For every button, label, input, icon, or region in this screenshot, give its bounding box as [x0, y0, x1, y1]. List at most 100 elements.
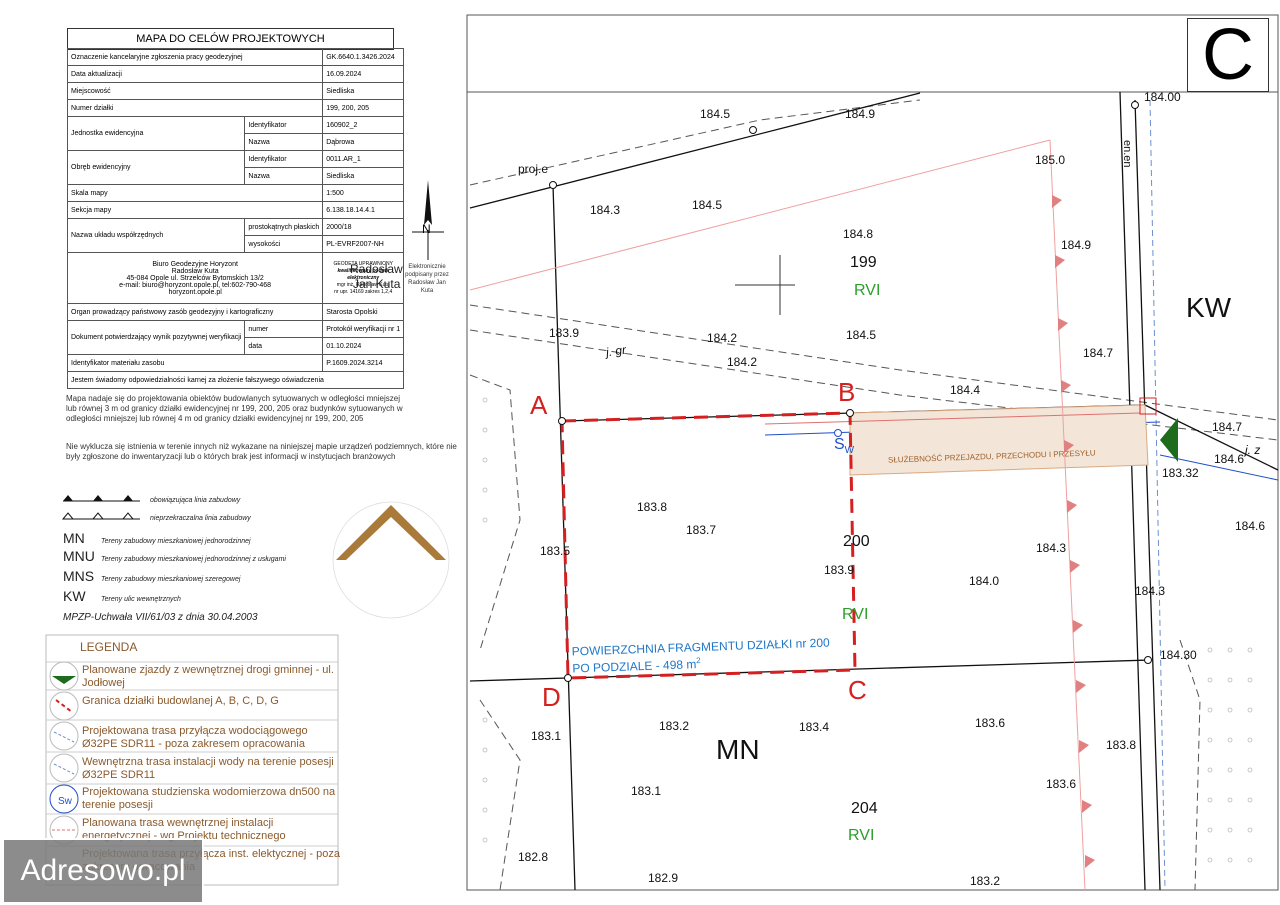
- building-line-pink: [469, 139, 1095, 891]
- signature-name: Radosław Jan Kuta: [350, 262, 403, 292]
- note-underground: Nie wyklucza się istnienia w terenie inn…: [66, 442, 457, 461]
- meta-sublabel: Identyfikator: [244, 116, 324, 134]
- zone-desc: Tereny zabudowy mieszkaniowej szeregowej: [101, 576, 241, 583]
- office-line: horyzont.opole.pl: [168, 288, 222, 296]
- zone-kw-label: KW: [1186, 292, 1232, 323]
- elevation-label: 185.0: [1035, 153, 1066, 167]
- surveyor-line: kwalifikowany podpis elektroniczny: [337, 267, 389, 281]
- soil-class-label: RVI: [848, 827, 875, 844]
- water-meter-sub: W: [844, 445, 855, 457]
- elevation-label: 184.8: [843, 227, 874, 241]
- easement-area: [849, 404, 1149, 476]
- elevation-label: 184.4: [950, 383, 981, 397]
- elevation-label: 184.5: [700, 107, 731, 121]
- elevation-label: 184.3: [590, 203, 621, 217]
- meta-statement: Jestem świadomy odpowiedzialności karnej…: [66, 371, 405, 389]
- mpzp-line1: obowiązująca linia zabudowy: [150, 497, 241, 504]
- zone-mn-label: MN: [716, 734, 760, 765]
- elevation-label: 183.4: [799, 720, 830, 734]
- elevation-label: 184.5: [846, 328, 877, 342]
- elevation-label: 184.3: [1036, 541, 1067, 555]
- elevation-label: 184.0: [969, 574, 1000, 588]
- legend-item-access: Planowane zjazdy z wewnętrznej drogi gmi…: [82, 664, 334, 689]
- elevation-label: 184.6: [1235, 519, 1266, 533]
- proj-e-label: proj.e: [518, 162, 549, 176]
- elevation-label: 184.2: [707, 331, 738, 345]
- en-en-label: en.en: [1121, 140, 1133, 168]
- jgr-label: j. gr: [605, 342, 627, 360]
- soil-class-label: RVI: [842, 606, 869, 623]
- mpzp-zone-mnu: MNU Tereny zabudowy mieszkaniowej jednoro…: [63, 548, 286, 564]
- e-signature: Elektronicznie podpisany przez Radosław …: [402, 263, 452, 295]
- metadata-table: Oznaczenie kancelaryjne zgłoszenia pracy…: [66, 48, 405, 389]
- elevation-label: 183.6: [975, 716, 1006, 730]
- zone-code: MNU: [63, 548, 95, 564]
- legend-title: LEGENDA: [80, 640, 138, 654]
- meta-value: Protokół weryfikacji nr 1: [322, 320, 405, 338]
- sheet-letter: C: [1187, 18, 1269, 92]
- signature-name-line: Jan Kuta: [353, 277, 401, 291]
- elevation-label: 183.8: [637, 500, 668, 514]
- meta-sublabel: prostokątnych płaskich: [244, 218, 324, 236]
- water-meter-s: S: [834, 436, 845, 453]
- parcel-number-199: 199: [850, 254, 877, 271]
- soil-class-label: RVI: [854, 282, 881, 299]
- meta-label: Skala mapy: [66, 184, 324, 202]
- mpzp-resolution: MPZP-Uchwała VII/61/03 z dnia 30.04.2003: [63, 612, 258, 623]
- e-signature-line: Kuta: [420, 288, 434, 294]
- legend-item-water-connection: Projektowana trasa przyłącza wodociągowe…: [82, 725, 308, 750]
- meta-value: Siedliska: [322, 82, 405, 100]
- surveyor-line: mgr inż. Radosław Kuta: [336, 281, 390, 288]
- elevation-label: 182.8: [518, 850, 549, 864]
- meta-value: 6.138.18.14.4.1: [322, 201, 405, 219]
- zone-desc: Tereny zabudowy mieszkaniowej jednorodzi…: [101, 556, 286, 563]
- meta-sublabel: numer: [244, 320, 324, 338]
- office-line: e-mail: biuro@horyzont.opole.pl, tel:602…: [119, 281, 272, 289]
- elevation-label: 183.2: [659, 719, 690, 733]
- jz-label: j. z: [1245, 443, 1261, 457]
- area-unit-sup: 2: [696, 656, 701, 666]
- office-line: Biuro Geodezyjne Horyzont: [152, 260, 238, 268]
- meta-value: GK.6640.1.3426.2024: [322, 48, 405, 66]
- meta-sublabel: Identyfikator: [244, 150, 324, 168]
- roof-emblem: [332, 501, 450, 619]
- meta-label: Dokument potwierdzający wynik pozytywnej…: [66, 320, 246, 355]
- elevation-label: 184.9: [845, 107, 876, 121]
- meta-label: Sekcja mapy: [66, 201, 324, 219]
- meta-value: PL-EVRF2007-NH: [322, 235, 405, 253]
- point-a-label: A: [530, 390, 548, 420]
- meta-sublabel: Nazwa: [244, 133, 324, 151]
- meta-value: 16.09.2024: [322, 65, 405, 83]
- legend-item-boundary: Granica działki budowlanej A, B, C, D, G: [82, 695, 279, 707]
- surveyor-line: nr upr. 14169 zakres 1,2,4: [334, 288, 393, 295]
- elevation-label: 183.9: [549, 326, 580, 340]
- watermark-logo: Adresowo.pl: [2, 838, 204, 904]
- e-signature-line: Radosław Jan: [408, 280, 446, 286]
- meta-label: Nazwa układu współrzędnych: [66, 218, 246, 253]
- meta-value: 01.10.2024: [322, 337, 405, 355]
- parcel-number-204: 204: [851, 800, 878, 817]
- meta-label: Identyfikator materiału zasobu: [66, 354, 324, 372]
- office-cell: Biuro Geodezyjne Horyzont Radosław Kuta …: [66, 252, 324, 304]
- meta-label: Organ prowadzący państwowy zasób geodezy…: [66, 303, 324, 321]
- mpzp-line2: nieprzekraczalna linia zabudowy: [150, 515, 251, 522]
- note-usage: Mapa nadaje się do projektowania obiektó…: [66, 394, 403, 423]
- water-meter-label: SW: [834, 436, 854, 456]
- legend-item-water-internal: Wewnętrzna trasa instalacji wody na tere…: [82, 756, 334, 781]
- elevation-label: 184.00: [1144, 90, 1181, 104]
- parcel-number-200: 200: [843, 533, 870, 550]
- surveyor-line: GEODETA UPRAWNIONY: [333, 260, 393, 267]
- surveyor-cell: GEODETA UPRAWNIONY kwalifikowany podpis …: [322, 252, 405, 304]
- dotted-area: [482, 397, 1253, 863]
- e-signature-line: podpisany przez: [405, 272, 449, 278]
- point-d-label: D: [542, 682, 561, 712]
- elevation-label: 183.1: [531, 729, 562, 743]
- meta-sublabel: Nazwa: [244, 167, 324, 185]
- elevation-label: 183.32: [1162, 466, 1199, 480]
- elevation-label: 184.30: [1160, 648, 1197, 662]
- meta-value: 0011.AR_1: [322, 150, 405, 168]
